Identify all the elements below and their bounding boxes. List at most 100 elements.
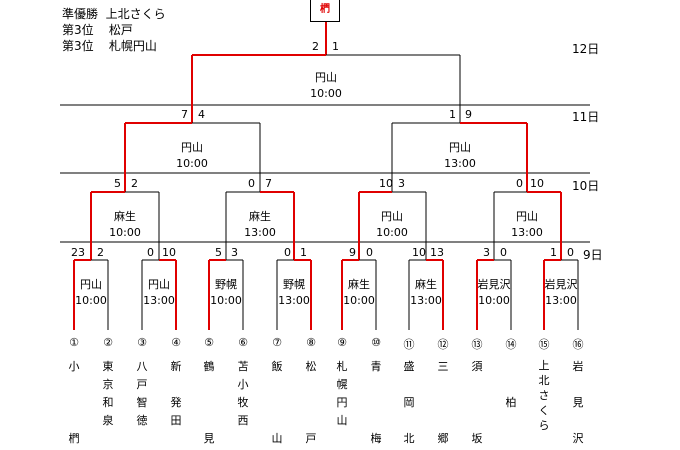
venue-name: 岩見沢 — [477, 278, 511, 291]
result-team: 札幌円山 — [108, 39, 157, 53]
venue-time: 10:00 — [310, 87, 342, 100]
venue-time: 10:00 — [376, 226, 408, 239]
team-name: 鶴 見 — [203, 360, 215, 445]
venue-time: 13:00 — [444, 157, 476, 170]
qf2-score-left: 0 — [248, 177, 255, 190]
day-label-semi: 11日 — [572, 110, 600, 124]
venue-name: 野幌 — [283, 278, 305, 291]
team-name: 青 梅 — [370, 360, 382, 445]
result-label: 準優勝 — [62, 7, 99, 21]
semi2-score-right: 9 — [465, 108, 472, 121]
r1m8-score-left: 1 — [550, 246, 557, 259]
venue-time: 10:00 — [75, 294, 107, 307]
venue-time: 13:00 — [545, 294, 577, 307]
team-seed: ② — [103, 336, 113, 349]
team-name: 上 北 さ く ら — [538, 359, 550, 432]
venue-time: 13:00 — [278, 294, 310, 307]
team-name: 八 戸 智 徳 — [136, 360, 148, 427]
team-seed: ⑩ — [371, 336, 381, 349]
r1m5-score-right: 0 — [366, 246, 373, 259]
team-seed: ⑮ — [538, 338, 550, 351]
r1m4-score-right: 1 — [300, 246, 307, 259]
qf2-venue: 麻生 13:00 — [230, 209, 290, 241]
r1m6-score-right: 13 — [430, 246, 444, 259]
semi1-score-left: 7 — [181, 108, 188, 121]
r1m8-venue: 岩見沢 13:00 — [539, 277, 583, 309]
r1m1-venue: 円山 10:00 — [71, 277, 111, 309]
team-seed: ④ — [171, 336, 181, 349]
r1m2-score-right: 10 — [162, 246, 176, 259]
qf4-score-right: 10 — [530, 177, 544, 190]
qf3-score-right: 3 — [398, 177, 405, 190]
result-label: 第3位 — [62, 23, 94, 37]
team-seed: ⑦ — [272, 336, 282, 349]
team-name: 松 戸 — [305, 360, 317, 445]
team-name: 東 京 和 泉 — [102, 360, 114, 427]
venue-name: 野幌 — [215, 278, 237, 291]
qf1-venue: 麻生 10:00 — [95, 209, 155, 241]
venue-name: 円山 — [181, 141, 203, 154]
team-seed: ⑪ — [403, 338, 415, 351]
result-third-1: 第3位 松戸 — [62, 22, 166, 38]
venue-time: 13:00 — [244, 226, 276, 239]
team-name: 三 郷 — [437, 360, 449, 445]
day-label-final: 12日 — [572, 42, 600, 56]
semi1-score-right: 4 — [198, 108, 205, 121]
venue-name: 円山 — [148, 278, 170, 291]
team-seed: ③ — [137, 336, 147, 349]
team-name: 盛 岡 北 — [403, 360, 415, 445]
venue-time: 10:00 — [109, 226, 141, 239]
venue-time: 10:00 — [210, 294, 242, 307]
qf1-score-left: 5 — [114, 177, 121, 190]
r1m3-venue: 野幌 10:00 — [206, 277, 246, 309]
r1m1-score-left: 23 — [71, 246, 85, 259]
final-score-right: 1 — [332, 40, 339, 53]
qf2-score-right: 7 — [265, 177, 272, 190]
qf1-score-right: 2 — [131, 177, 138, 190]
team-seed: ⑬ — [471, 338, 483, 351]
qf4-venue: 円山 13:00 — [497, 209, 557, 241]
results-list: 準優勝 上北さくら 第3位 松戸 第3位 札幌円山 — [62, 6, 166, 54]
venue-time: 13:00 — [143, 294, 175, 307]
venue-time: 10:00 — [176, 157, 208, 170]
venue-name: 麻生 — [415, 278, 437, 291]
r1m3-score-right: 3 — [231, 246, 238, 259]
venue-time: 13:00 — [511, 226, 543, 239]
venue-name: 麻生 — [114, 210, 136, 223]
venue-time: 13:00 — [410, 294, 442, 307]
qf3-score-left: 10 — [379, 177, 393, 190]
r1m4-venue: 野幌 13:00 — [274, 277, 314, 309]
team-seed: ⑨ — [337, 336, 347, 349]
r1m1-score-right: 2 — [97, 246, 104, 259]
r1m6-score-left: 10 — [412, 246, 426, 259]
r1m7-score-left: 3 — [483, 246, 490, 259]
day-label-quarter: 10日 — [572, 179, 600, 193]
venue-name: 岩見沢 — [544, 278, 578, 291]
team-name: 苫 小 牧 西 — [237, 360, 249, 427]
result-team: 上北さくら — [105, 7, 166, 21]
team-seed: ⑭ — [505, 338, 517, 351]
team-name: 飯 山 — [271, 360, 283, 445]
venue-time: 10:00 — [478, 294, 510, 307]
final-venue: 円山 10:00 — [296, 70, 356, 102]
day-label-first: 9日 — [583, 248, 603, 262]
team-name: 小 椚 — [68, 360, 80, 445]
result-label: 第3位 — [62, 39, 94, 53]
team-seed: ⑧ — [306, 336, 316, 349]
team-name: 柏 — [505, 396, 517, 409]
r1m7-venue: 岩見沢 10:00 — [472, 277, 516, 309]
team-name: 札 幌 円 山 — [336, 360, 348, 427]
team-name: 岩 見 沢 — [572, 360, 584, 445]
result-runner-up: 準優勝 上北さくら — [62, 6, 166, 22]
result-team: 松戸 — [108, 23, 133, 37]
qf4-score-left: 0 — [516, 177, 523, 190]
venue-name: 円山 — [516, 210, 538, 223]
semi1-venue: 円山 10:00 — [162, 140, 222, 172]
venue-name: 円山 — [381, 210, 403, 223]
venue-time: 10:00 — [343, 294, 375, 307]
r1m8-score-right: 0 — [567, 246, 574, 259]
r1m7-score-right: 0 — [500, 246, 507, 259]
venue-name: 麻生 — [348, 278, 370, 291]
team-name: 新 発 田 — [170, 360, 182, 427]
